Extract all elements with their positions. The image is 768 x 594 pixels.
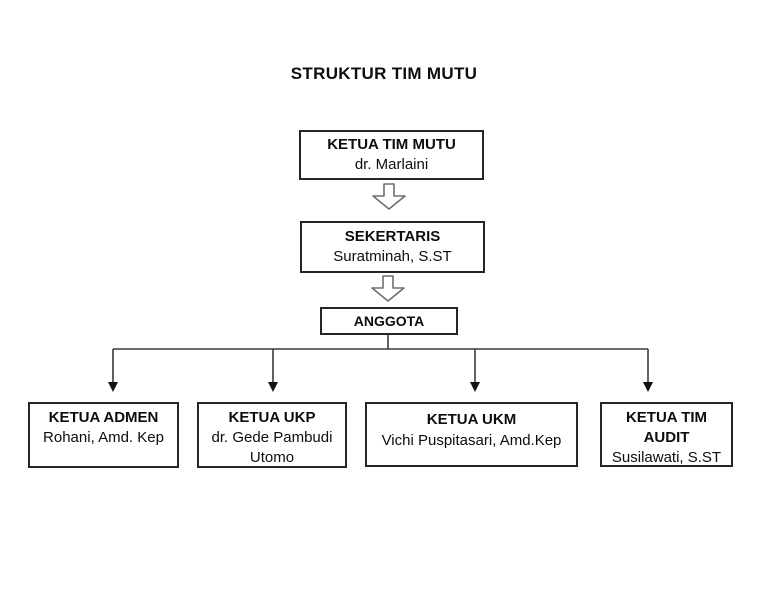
node-ketua-tim-audit: KETUA TIM AUDIT Susilawati, S.ST (600, 402, 733, 467)
node-person: dr. Gede Pambudi Utomo (211, 429, 333, 466)
node-title: KETUA ADMEN (48, 409, 159, 426)
node-title: SEKERTARIS (344, 228, 441, 245)
node-ketua-ukp: KETUA UKP dr. Gede Pambudi Utomo (197, 402, 347, 468)
node-title: KETUA TIM AUDIT (625, 409, 708, 446)
node-ketua-ukm: KETUA UKM Vichi Puspitasari, Amd.Kep (365, 402, 578, 467)
node-ketua-admen: KETUA ADMEN Rohani, Amd. Kep (28, 402, 179, 468)
node-person: dr. Marlaini (354, 156, 429, 173)
node-person: Rohani, Amd. Kep (43, 429, 164, 446)
node-person: Suratminah, S.ST (333, 248, 452, 265)
node-title: KETUA TIM MUTU (327, 136, 456, 153)
node-sekertaris: SEKERTARIS Suratminah, S.ST (300, 221, 485, 273)
down-block-arrow-icon (371, 275, 405, 302)
node-anggota: ANGGOTA (320, 307, 458, 335)
node-title: KETUA UKP (228, 409, 316, 426)
node-person: Vichi Puspitasari, Amd.Kep (381, 432, 562, 449)
arrowhead-icon (108, 382, 653, 392)
node-ketua-tim-mutu: KETUA TIM MUTU dr. Marlaini (299, 130, 484, 180)
down-block-arrow-icon (372, 183, 406, 210)
node-person: Susilawati, S.ST (611, 449, 722, 466)
node-title: KETUA UKM (426, 411, 517, 428)
page-title: STRUKTUR TIM MUTU (290, 64, 478, 83)
